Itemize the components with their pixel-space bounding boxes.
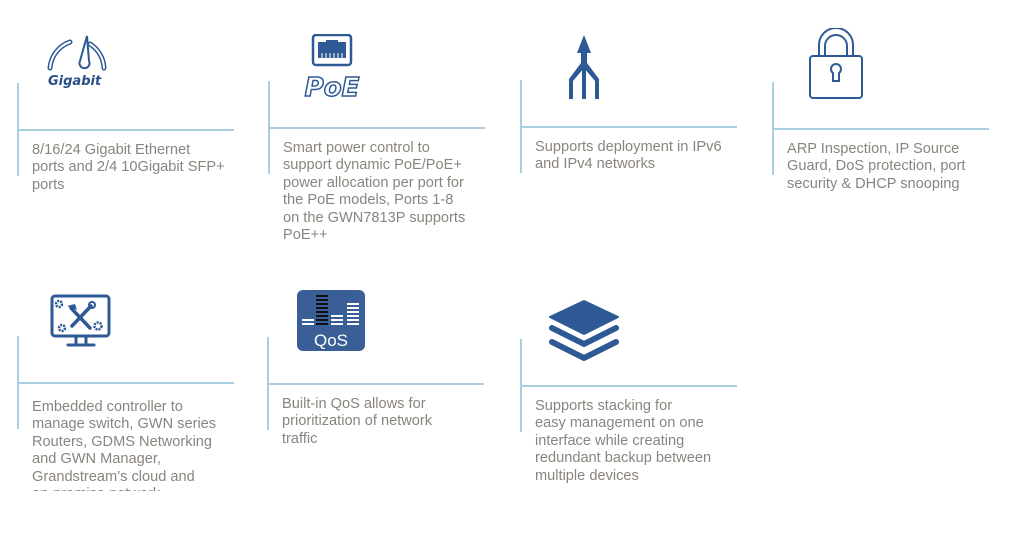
monitor-tools-icon [50,294,112,350]
poe-label: PoE [305,73,360,100]
qos-icon: QoS [297,290,365,351]
lock-icon [809,28,864,100]
poe-icon: PoE [301,34,363,100]
divider-horizontal [17,129,234,131]
feature-stacking: Supports stacking for easy management on… [520,339,755,539]
stack-layers-icon [548,300,620,363]
feature-qos: Built-in QoS allows for prioritization o… [267,337,502,537]
gigabit-label: Gigabit [48,74,102,89]
feature-security: ARP Inspection, IP Source Guard, DoS pro… [772,82,1007,282]
feature-description: Embedded controller to manage switch, GW… [32,399,217,491]
divider-horizontal [520,385,737,387]
feature-description: 8/16/24 Gigabit Ethernet ports and 2/4 1… [32,142,225,193]
divider-horizontal [17,382,234,384]
gigabit-gauge-icon: Gigabit [44,34,114,100]
divider-horizontal [520,126,737,128]
ipv6-arrow-icon [564,35,604,99]
feature-description: Supports deployment in IPv6 and IPv4 net… [535,139,722,173]
feature-description: Supports stacking for easy management on… [535,398,712,484]
feature-description: ARP Inspection, IP Source Guard, DoS pro… [787,141,966,192]
divider-horizontal [267,383,484,385]
feature-ipv6: Supports deployment in IPv6 and IPv4 net… [520,80,755,280]
divider-horizontal [268,127,485,129]
feature-description: Smart power control to support dynamic P… [283,140,466,244]
feature-controller: Embedded controller to manage switch, GW… [17,336,252,536]
divider-horizontal [772,128,989,130]
feature-description: Built-in QoS allows for prioritization o… [282,396,433,447]
qos-label: QoS [314,331,348,350]
feature-poe: Smart power control to support dynamic P… [268,81,503,281]
feature-gigabit: 8/16/24 Gigabit Ethernet ports and 2/4 1… [17,83,252,283]
